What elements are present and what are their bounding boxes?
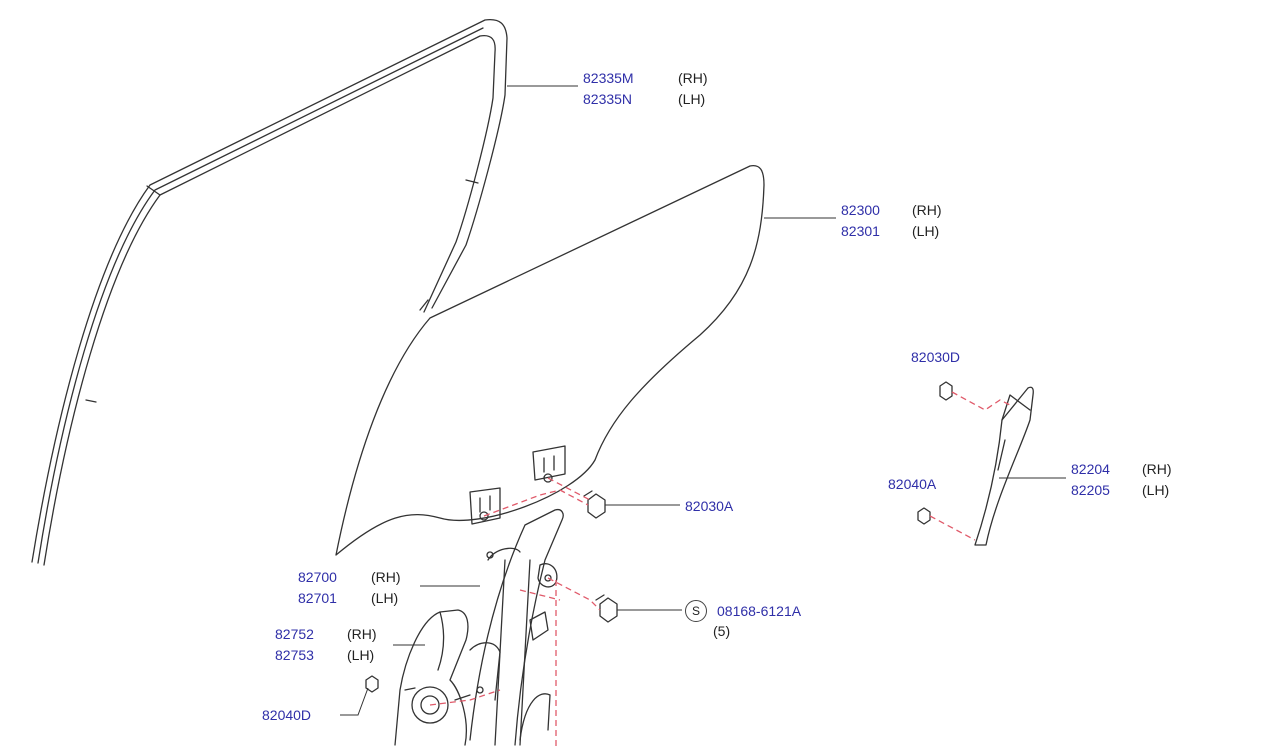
- glass-run-channel-82335: [31, 18, 508, 566]
- callout-leaders: [340, 85, 1066, 716]
- part-number-82752[interactable]: 82752: [275, 626, 314, 642]
- part-number-82700[interactable]: 82700: [298, 569, 337, 585]
- part-number-82301[interactable]: 82301: [841, 223, 880, 239]
- side-lh-label: (LH): [347, 647, 375, 663]
- part-number-82030D[interactable]: 82030D: [911, 349, 961, 365]
- glass-bracket-left: [469, 487, 501, 525]
- part-number-82040D[interactable]: 82040D: [262, 707, 312, 723]
- part-number-82335N[interactable]: 82335N: [583, 91, 633, 107]
- part-number-82204[interactable]: 82204: [1071, 461, 1110, 477]
- window-regulator-82700: [469, 508, 564, 746]
- glass-bracket-right: [532, 445, 566, 481]
- standard-part-s-icon: S: [685, 600, 707, 622]
- side-lh-label: (LH): [1142, 482, 1170, 498]
- side-rh-label: (RH): [371, 569, 401, 585]
- rear-channel-82204: [974, 386, 1034, 546]
- bolt-82030D: [939, 381, 953, 401]
- bolt-08168-6121A: [595, 594, 618, 623]
- part-number-82701[interactable]: 82701: [298, 590, 337, 606]
- side-rh-label: (RH): [678, 70, 708, 86]
- door-glass-82300: [335, 164, 765, 556]
- part-number-82335M[interactable]: 82335M: [583, 70, 634, 86]
- side-rh-label: (RH): [1142, 461, 1172, 477]
- side-lh-label: (LH): [912, 223, 940, 239]
- side-lh-label: (LH): [371, 590, 399, 606]
- part-number-82040A[interactable]: 82040A: [888, 476, 937, 492]
- part-number-82300[interactable]: 82300: [841, 202, 880, 218]
- bolt-82030A: [583, 490, 606, 519]
- regulator-motor-82752: [394, 609, 471, 746]
- assembly-leaders: [429, 391, 1011, 749]
- part-number-82753[interactable]: 82753: [275, 647, 314, 663]
- part-number-82030A[interactable]: 82030A: [685, 498, 734, 514]
- part-number-82205[interactable]: 82205: [1071, 482, 1110, 498]
- side-rh-label: (RH): [347, 626, 377, 642]
- side-rh-label: (RH): [912, 202, 942, 218]
- part-number-08168-6121A[interactable]: 08168-6121A: [717, 603, 802, 619]
- bolt-82040D: [365, 675, 379, 693]
- bolt-82040A: [917, 507, 931, 525]
- quantity-label: (5): [713, 623, 731, 639]
- side-lh-label: (LH): [678, 91, 706, 107]
